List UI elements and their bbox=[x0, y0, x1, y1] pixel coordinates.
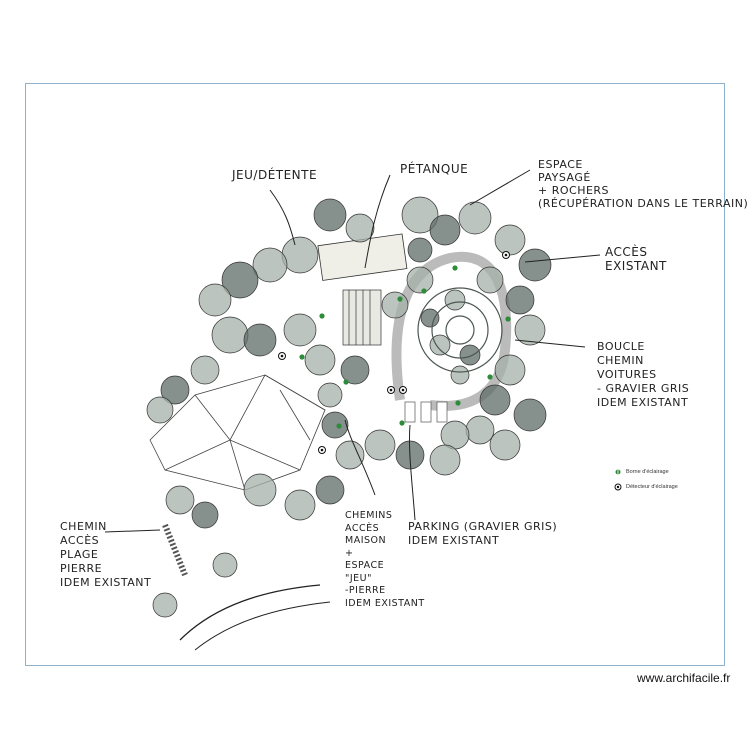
tree-canopy bbox=[315, 475, 345, 505]
lamp-post-marker bbox=[397, 296, 403, 302]
tree-canopy bbox=[211, 316, 249, 354]
tree-canopy bbox=[198, 283, 232, 317]
label-petanque: PÉTANQUE bbox=[400, 162, 469, 176]
annotation-arrows bbox=[104, 169, 601, 533]
light-detector-dot bbox=[401, 388, 405, 392]
drawing-frame bbox=[25, 83, 725, 666]
tree-canopy bbox=[165, 485, 195, 515]
tree-canopy bbox=[444, 289, 466, 311]
road-curve-2 bbox=[194, 601, 331, 651]
tree-canopy bbox=[459, 344, 481, 366]
light-detector-icon bbox=[614, 483, 622, 491]
legend-lamp-post: Borne d'éclairage bbox=[614, 468, 669, 476]
tree-canopy bbox=[479, 384, 511, 416]
tree-canopy bbox=[321, 411, 349, 439]
lamp-post-icon bbox=[615, 468, 621, 476]
lamp-post-marker bbox=[505, 316, 511, 322]
tree-canopy bbox=[514, 314, 546, 346]
lamp-post-marker bbox=[452, 265, 458, 271]
credit-text: www.archifacile.fr bbox=[637, 671, 731, 685]
light-detector-dot bbox=[504, 253, 508, 257]
tree-canopy bbox=[340, 355, 370, 385]
parking-spots bbox=[404, 401, 448, 423]
legend-light-detector: Détecteur d'éclairage bbox=[614, 483, 678, 491]
tree-canopy bbox=[160, 375, 190, 405]
tree-canopy bbox=[212, 552, 238, 578]
lighting-markers bbox=[278, 251, 511, 454]
tree-canopy bbox=[420, 308, 440, 328]
tree-canopy bbox=[281, 236, 319, 274]
tree-canopy bbox=[152, 592, 178, 618]
tree-canopy bbox=[513, 398, 547, 432]
label-boucle: BOUCLE CHEMIN VOITURES - GRAVIER GRIS ID… bbox=[597, 340, 690, 409]
tree-canopy bbox=[313, 198, 347, 232]
lamp-post-marker bbox=[336, 423, 342, 429]
tree-canopy bbox=[518, 248, 552, 282]
tree-canopy bbox=[429, 214, 461, 246]
lamp-post-marker bbox=[487, 374, 493, 380]
tree-canopy bbox=[221, 261, 259, 299]
tree-canopy bbox=[345, 213, 375, 243]
tree-canopy bbox=[243, 323, 277, 357]
wood-deck bbox=[342, 289, 382, 346]
tree-canopy bbox=[489, 429, 521, 461]
label-jeu-detente: JEU/DÉTENTE bbox=[232, 168, 318, 182]
tree-canopy bbox=[304, 344, 336, 376]
legend-label-lamp-post: Borne d'éclairage bbox=[626, 469, 669, 475]
tree-canopy bbox=[429, 334, 451, 356]
lamp-post-marker bbox=[343, 379, 349, 385]
tree-canopy bbox=[494, 224, 526, 256]
tree-canopy bbox=[458, 201, 492, 235]
road-curve bbox=[179, 584, 321, 641]
tree-canopy bbox=[401, 196, 439, 234]
tree-canopy bbox=[381, 291, 409, 319]
tree-canopy bbox=[146, 396, 174, 424]
tree-canopy bbox=[335, 440, 365, 470]
tree-canopy bbox=[243, 473, 277, 507]
label-acces-existant: ACCÈS EXISTANT bbox=[605, 245, 667, 273]
lamp-post-marker bbox=[455, 400, 461, 406]
tree-canopy bbox=[465, 415, 495, 445]
light-detector-dot bbox=[320, 448, 324, 452]
tree-canopy bbox=[494, 354, 526, 386]
house-roof bbox=[149, 374, 326, 491]
tree-canopy bbox=[505, 285, 535, 315]
lamp-post-marker bbox=[319, 313, 325, 319]
tree-canopy bbox=[317, 382, 343, 408]
tree-canopy bbox=[284, 489, 316, 521]
tree-canopy bbox=[407, 237, 433, 263]
label-parking: PARKING (GRAVIER GRIS) IDEM EXISTANT bbox=[408, 520, 558, 547]
tree-canopy bbox=[191, 501, 219, 529]
label-chemins-maison: CHEMINS ACCÈS MAISON + ESPACE "JEU" -PIE… bbox=[345, 510, 425, 609]
spiral-garden bbox=[417, 287, 503, 373]
tree-canopy bbox=[406, 266, 434, 294]
lamp-post-marker bbox=[421, 288, 427, 294]
vegetation bbox=[146, 196, 552, 618]
light-detector-dot bbox=[389, 388, 393, 392]
tree-canopy bbox=[252, 247, 288, 283]
tree-canopy bbox=[429, 444, 461, 476]
label-espace-paysage: ESPACE PAYSAGÉ + ROCHERS (RÉCUPÉRATION D… bbox=[538, 158, 749, 210]
legend-label-light-detector: Détecteur d'éclairage bbox=[626, 484, 678, 490]
lamp-post-marker bbox=[299, 354, 305, 360]
tree-canopy bbox=[190, 355, 220, 385]
tree-canopy bbox=[364, 429, 396, 461]
beach-path bbox=[162, 523, 188, 577]
tree-canopy bbox=[476, 266, 504, 294]
tree-canopy bbox=[283, 313, 317, 347]
tree-canopy bbox=[450, 365, 470, 385]
light-detector-dot bbox=[280, 354, 284, 358]
lamp-post-marker bbox=[399, 420, 405, 426]
label-chemin-plage: CHEMIN ACCÈS PLAGE PIERRE IDEM EXISTANT bbox=[60, 520, 152, 589]
